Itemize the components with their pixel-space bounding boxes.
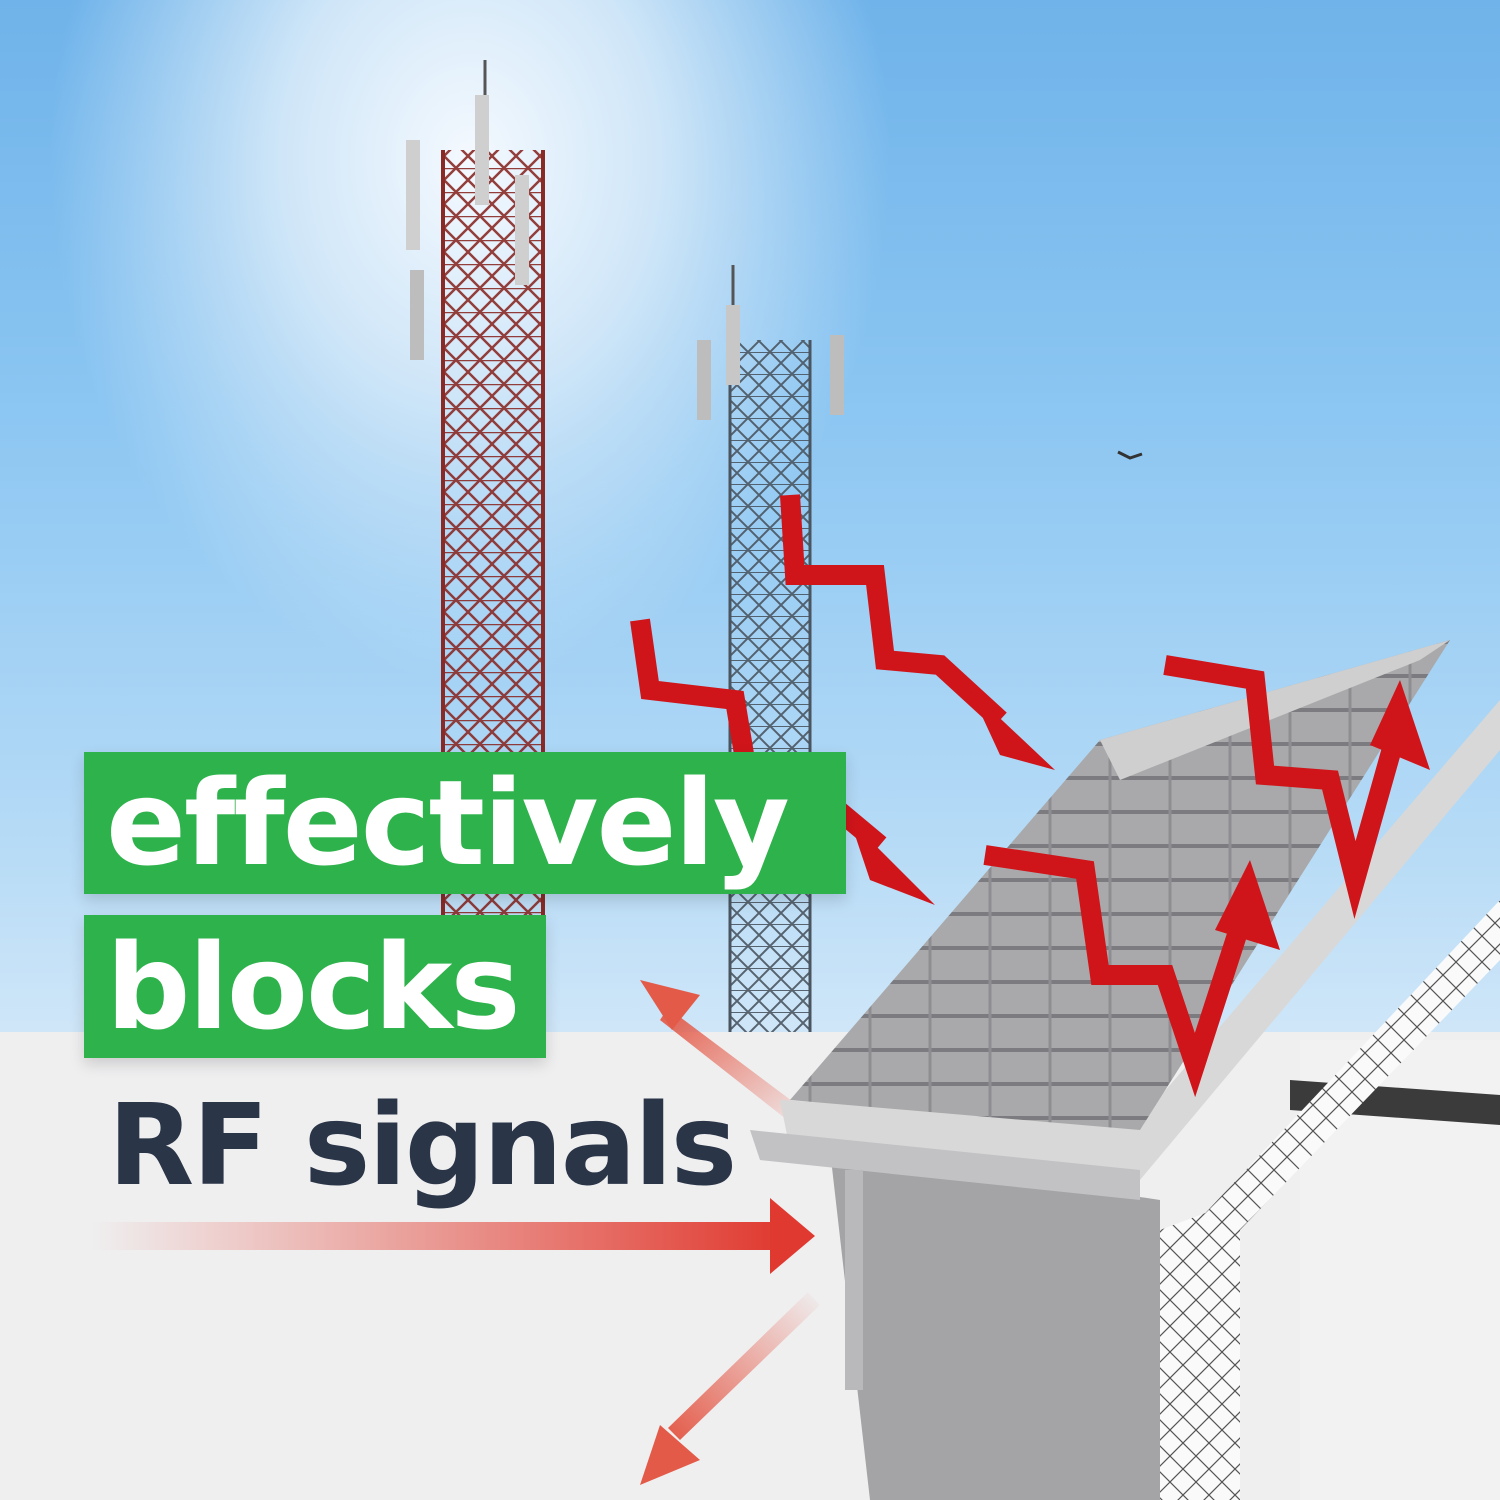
signal-arrow-up-left: [640, 980, 812, 1130]
zigzag-arrow-4: [1163, 655, 1410, 919]
ground-background: [0, 1032, 1500, 1500]
house-roof-cutaway: [750, 640, 1500, 1500]
zigzag-arrow-2: [780, 494, 1007, 728]
arrowhead-2: [970, 690, 1055, 770]
signal-arrow-down-left: [640, 1292, 820, 1485]
arrowhead-4: [1370, 680, 1430, 770]
cell-tower-gray: [697, 265, 844, 1032]
arrowhead-3: [1215, 860, 1280, 950]
arrowhead-1: [850, 820, 935, 905]
bird: [1117, 450, 1143, 460]
headline-line-1: effectively: [84, 752, 846, 894]
headline-line-2: blocks: [84, 915, 546, 1058]
zigzag-arrow-3: [983, 845, 1255, 1098]
signal-arrow-horizontal: [90, 1198, 815, 1274]
headline-line-3: RF signals: [108, 1081, 737, 1211]
